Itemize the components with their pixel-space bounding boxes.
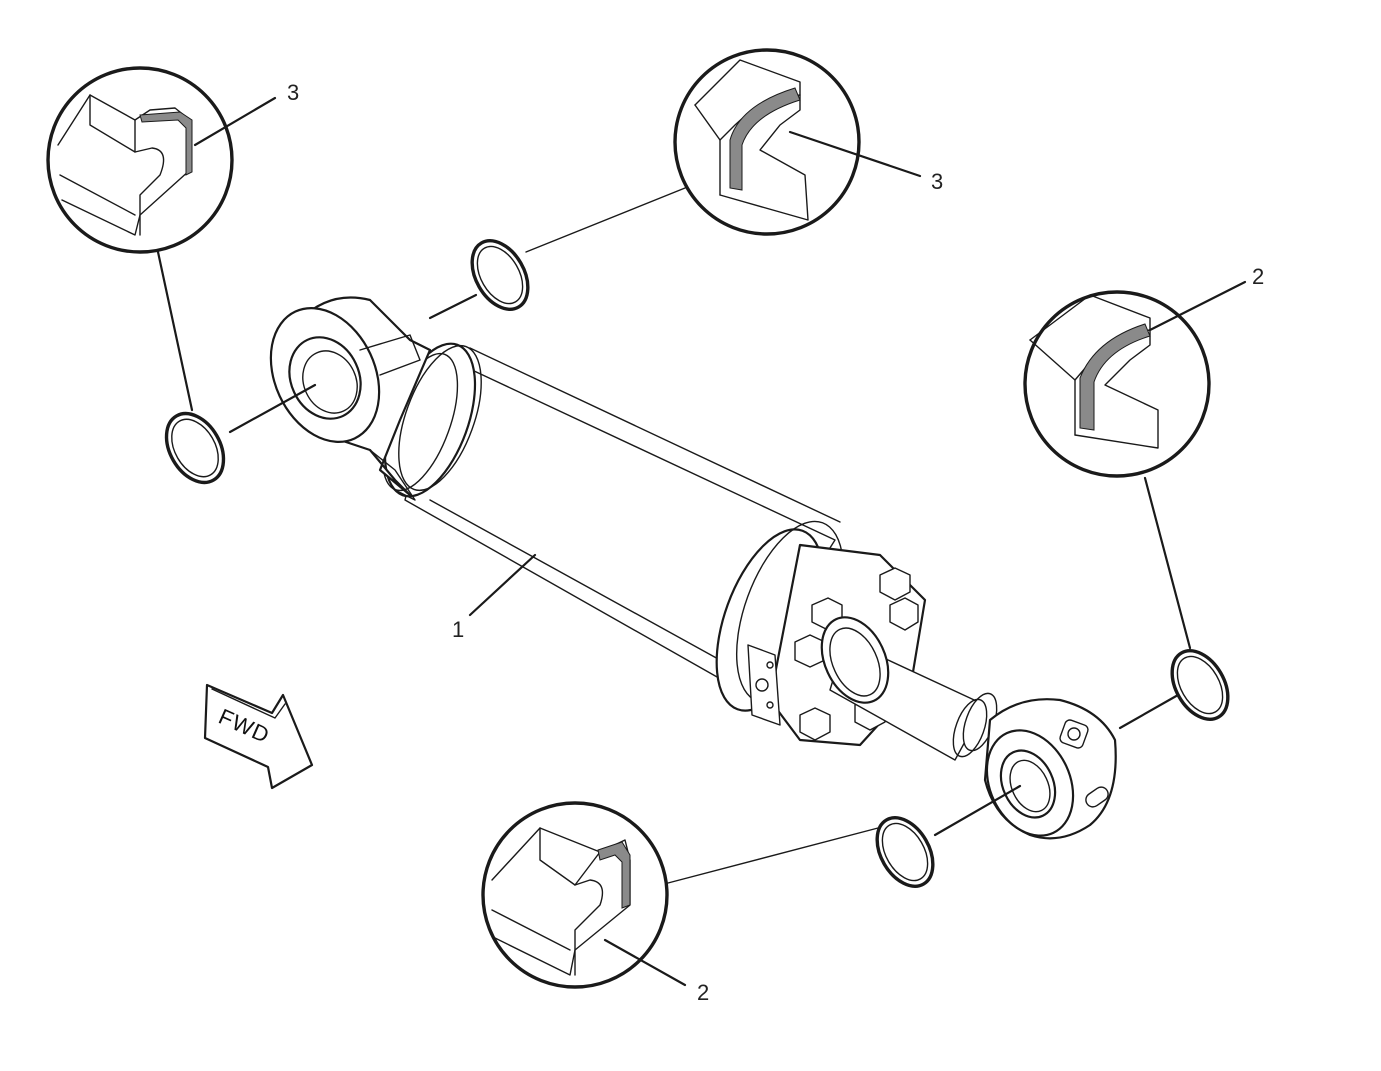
seal-ring-rod-bottom [667,784,1022,888]
hydraulic-cylinder [269,296,1117,840]
detail-view-rod-bottom [481,801,687,989]
detail-view-rod-right [1023,280,1247,478]
detail-view-head-left [46,66,277,254]
seal-ring-head-top [428,187,686,320]
callout-label-seal-rod-right: 2 [1252,264,1264,289]
detail-view-head-top [673,48,922,236]
callout-label-cylinder: 1 [452,617,464,642]
callout-label-seal-head-left: 3 [287,80,299,105]
seal-ring-rod-right [1118,476,1230,730]
callout-label-seal-rod-bottom: 2 [697,980,709,1005]
seal-ring-head-left [156,250,317,485]
forward-arrow-icon: FWD [203,683,314,790]
callout-label-seal-head-top: 3 [931,169,943,194]
